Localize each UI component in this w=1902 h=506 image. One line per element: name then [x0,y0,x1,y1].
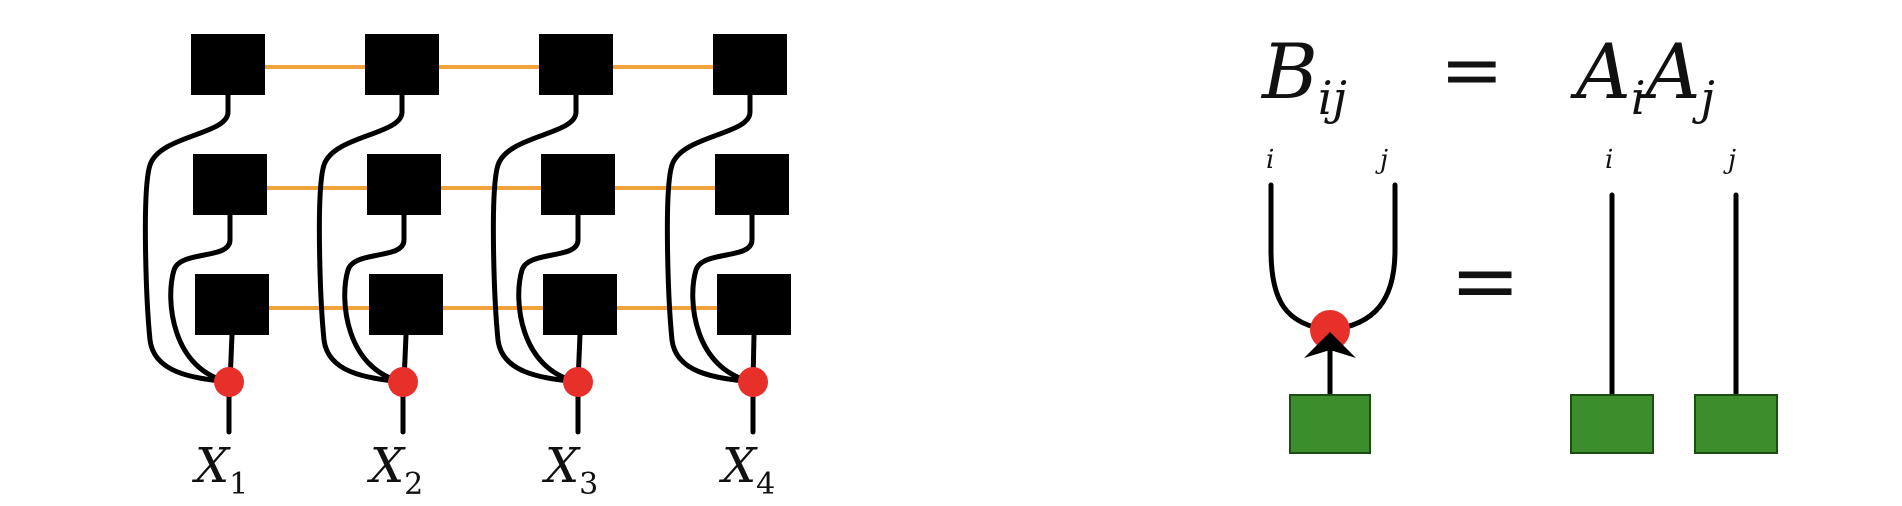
left-tensor-network: X1 X2 X3 [142,34,791,502]
tensor-r3-c1 [195,274,269,335]
copy-node [1310,310,1350,350]
column-3: X3 [490,34,617,502]
tensor-r2-c1 [193,154,267,215]
horizontal-bonds [215,65,760,310]
tensor-r3-c3 [543,274,617,335]
copy-node-2 [388,367,418,397]
copy-cup-wire [1268,182,1398,333]
column-1: X1 [142,34,269,502]
tensor-r1-c1 [191,34,265,95]
diagram-equals: = [1450,232,1520,330]
right-equation-diagram: Bij = AiAj i j = i j [1260,25,1778,454]
copy-node-3 [563,367,593,397]
green-tensor-right [1694,394,1778,454]
leg-label-j-left: j [1375,145,1388,175]
wire-mid-4 [690,212,756,385]
label-x4: X4 [718,438,775,502]
leg-label-i-left: i [1266,145,1274,175]
wire-top-3 [490,92,581,385]
green-tensor-middle [1570,394,1654,454]
label-x1: X1 [191,438,248,502]
label-x3: X3 [541,438,598,502]
tensor-r3-c2 [369,274,443,335]
tensor-r1-c3 [539,34,613,95]
equation-rhs: AiAj [1570,27,1715,125]
tensor-r2-c4 [715,154,789,215]
wire-top-1 [142,92,232,385]
equation-equals: = [1440,25,1504,114]
copy-node-1 [214,367,244,397]
wire-mid-3 [516,212,581,385]
green-tensor-left [1289,394,1371,454]
wire-top-4 [664,92,756,385]
leg-label-i-right: i [1605,145,1613,175]
column-4: X4 [664,34,791,502]
copy-node-4 [738,367,768,397]
wire-mid-2 [342,212,407,385]
identity-legs-diagram: i j [1570,145,1778,454]
label-x2: X2 [366,438,423,502]
wire-mid-1 [168,212,233,385]
tensor-r3-c4 [717,274,791,335]
arrow-up-icon [1304,332,1356,358]
copy-tensor-diagram: i j [1266,145,1398,454]
tensor-r2-c2 [367,154,441,215]
tensor-r1-c2 [365,34,439,95]
wire-top-2 [316,92,406,385]
tensor-r2-c3 [541,154,615,215]
tensor-r1-c4 [713,34,787,95]
leg-label-j-right: j [1723,145,1736,175]
equation-top: Bij = AiAj [1260,25,1715,125]
equation-lhs: Bij [1260,27,1347,125]
column-2: X2 [316,34,443,502]
